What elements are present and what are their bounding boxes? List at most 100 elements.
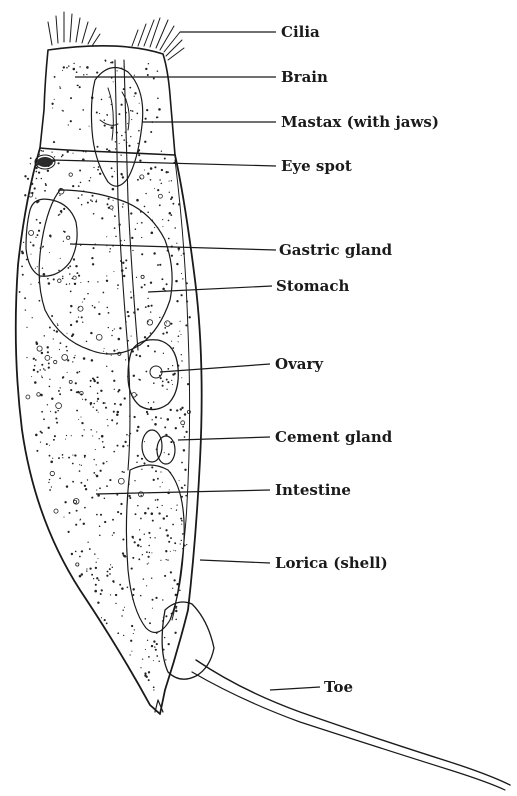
vesicle — [54, 509, 58, 513]
stipple-dot — [83, 74, 84, 75]
stipple-dot — [151, 419, 152, 420]
stipple-dot — [62, 454, 64, 456]
stipple-dot — [97, 382, 99, 384]
stipple-dot — [101, 589, 103, 591]
stipple-dot — [173, 579, 175, 581]
stipple-dot — [118, 224, 120, 226]
stipple-dot — [79, 86, 81, 88]
stipple-dot — [35, 237, 36, 238]
stipple-dot — [60, 87, 62, 89]
stipple-dot — [79, 575, 82, 578]
stipple-dot — [140, 211, 142, 213]
stipple-dot — [92, 247, 94, 249]
stipple-dot — [35, 171, 37, 173]
stipple-dot — [90, 386, 92, 388]
stipple-dot — [99, 487, 101, 489]
stipple-dot — [171, 255, 173, 257]
stipple-dot — [130, 433, 132, 435]
stipple-dot — [38, 282, 40, 284]
stipple-dot — [172, 524, 174, 526]
stipple-dot — [157, 70, 159, 72]
stipple-dot — [73, 68, 76, 71]
stipple-dot — [23, 242, 24, 243]
stipple-dot — [142, 658, 143, 659]
stipple-dot — [130, 297, 132, 299]
stipple-dot — [103, 351, 104, 352]
stipple-dot — [180, 408, 182, 410]
stipple-dot — [176, 263, 178, 265]
stipple-dot — [40, 431, 42, 433]
stipple-dot — [66, 346, 68, 348]
stipple-dot — [103, 292, 105, 294]
stipple-dot — [97, 169, 99, 171]
stipple-dot — [79, 556, 81, 558]
stipple-dot — [115, 594, 117, 596]
stipple-dot — [36, 219, 38, 221]
stipple-dot — [122, 175, 123, 176]
stipple-dot — [182, 533, 184, 535]
stipple-dot — [95, 584, 97, 586]
stipple-dot — [82, 109, 84, 111]
stipple-dot — [180, 334, 181, 335]
stipple-dot — [150, 537, 151, 538]
stipple-dot — [157, 507, 159, 509]
stipple-dot — [99, 173, 101, 175]
stipple-dot — [75, 551, 77, 553]
stipple-dot — [48, 482, 49, 483]
stipple-dot — [135, 354, 137, 356]
stipple-dot — [80, 482, 82, 484]
stipple-dot — [181, 294, 183, 296]
stipple-dot — [71, 435, 72, 436]
stipple-dot — [70, 389, 72, 391]
stipple-dot — [26, 357, 27, 358]
stipple-dot — [132, 110, 134, 112]
stipple-dot — [127, 445, 128, 446]
stipple-dot — [71, 258, 72, 259]
stipple-dot — [141, 469, 142, 470]
stipple-dot — [147, 153, 148, 154]
stipple-dot — [69, 273, 71, 275]
stipple-dot — [55, 411, 57, 413]
stipple-dot — [171, 613, 173, 615]
stipple-dot — [166, 559, 167, 560]
stipple-dot — [148, 671, 150, 673]
stipple-dot — [97, 146, 99, 148]
stipple-dot — [120, 260, 122, 262]
stipple-dot — [111, 355, 112, 356]
stipple-dot — [130, 212, 132, 214]
stipple-dot — [111, 176, 113, 178]
stipple-dot — [44, 335, 45, 336]
stipple-dot — [85, 488, 87, 490]
stipple-dot — [54, 76, 56, 78]
stipple-dot — [59, 342, 61, 344]
stipple-dot — [124, 397, 126, 399]
stipple-dot — [79, 464, 80, 465]
toe-drawing — [196, 660, 510, 785]
stipple-dot — [121, 615, 122, 616]
stipple-dot — [167, 418, 170, 421]
stipple-dot — [145, 371, 147, 373]
stipple-dot — [58, 457, 60, 459]
stipple-dot — [82, 150, 84, 152]
stipple-dot — [70, 120, 72, 122]
stipple-dot — [35, 268, 36, 269]
stipple-dot — [172, 384, 173, 385]
stipple-dot — [86, 570, 87, 571]
stipple-dot — [147, 298, 148, 299]
stipple-dot — [91, 574, 93, 576]
stipple-dot — [91, 257, 93, 259]
stipple-dot — [21, 252, 24, 255]
stipple-dot — [159, 375, 160, 376]
stipple-dot — [148, 556, 150, 558]
stipple-dot — [157, 478, 159, 480]
stipple-dot — [106, 485, 108, 487]
stipple-dot — [169, 489, 170, 490]
stipple-dot — [134, 629, 135, 630]
stipple-dot — [154, 537, 155, 538]
stipple-dot — [110, 564, 111, 565]
stipple-dot — [170, 537, 172, 539]
stipple-dot — [90, 177, 91, 178]
stipple-dot — [168, 238, 170, 240]
stipple-dot — [167, 368, 169, 370]
stipple-dot — [158, 512, 160, 514]
